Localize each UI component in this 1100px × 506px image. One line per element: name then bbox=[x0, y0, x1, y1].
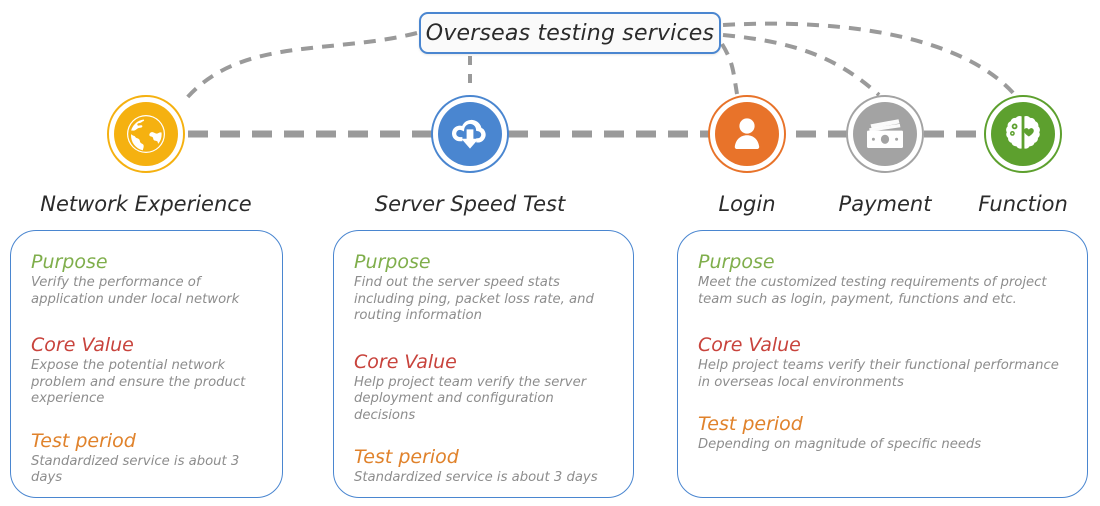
field-body-core-value: Expose the potential network problem and… bbox=[31, 358, 246, 406]
step-label-payment: Payment bbox=[838, 192, 932, 216]
banknotes-icon bbox=[853, 102, 917, 166]
card-server-speed-test: Purpose Find out the server speed stats … bbox=[333, 230, 634, 498]
title-to-network-connector bbox=[183, 31, 418, 102]
card-field-core-value: Core Value Help project teams verify the… bbox=[698, 334, 1067, 391]
step-label-login: Login bbox=[718, 192, 776, 216]
field-title-test-period: Test period bbox=[354, 446, 459, 468]
field-body-core-value: Help project team verify the server depl… bbox=[354, 374, 587, 423]
card-field-core-value: Core Value Help project team verify the … bbox=[354, 351, 613, 425]
card-field-test-period: Test period Standardized service is abou… bbox=[354, 446, 613, 487]
card-field-test-period: Test period Standardized service is abou… bbox=[31, 430, 262, 487]
title-to-login-connector bbox=[720, 42, 739, 95]
step-label-function: Function bbox=[978, 192, 1068, 216]
diagram-title-box: Overseas testing services bbox=[419, 12, 721, 54]
field-title-test-period: Test period bbox=[698, 413, 803, 435]
field-title-core-value: Core Value bbox=[698, 334, 801, 356]
field-title-purpose: Purpose bbox=[354, 251, 431, 273]
field-body-test-period: Standardized service is about 3 days bbox=[31, 453, 240, 486]
card-custom-services: Purpose Meet the customized testing requ… bbox=[677, 230, 1088, 498]
card-field-purpose: Purpose Meet the customized testing requ… bbox=[698, 251, 1067, 308]
card-field-purpose: Purpose Find out the server speed stats … bbox=[354, 251, 613, 325]
card-field-core-value: Core Value Expose the potential network … bbox=[31, 334, 262, 408]
field-body-test-period: Depending on magnitude of specific needs bbox=[698, 437, 982, 452]
field-title-purpose: Purpose bbox=[31, 251, 108, 273]
field-title-core-value: Core Value bbox=[31, 334, 134, 356]
node-payment[interactable] bbox=[846, 95, 924, 173]
node-function[interactable] bbox=[984, 95, 1062, 173]
field-body-purpose: Find out the server speed stats includin… bbox=[354, 275, 594, 323]
brain-icon bbox=[991, 102, 1055, 166]
step-label-server-speed-test: Server Speed Test bbox=[374, 192, 566, 216]
field-title-test-period: Test period bbox=[31, 429, 136, 452]
node-server-speed-test[interactable] bbox=[431, 95, 509, 173]
card-field-test-period: Test period Depending on magnitude of sp… bbox=[698, 413, 1067, 454]
node-login[interactable] bbox=[708, 95, 786, 173]
page-title: Overseas testing services bbox=[425, 20, 715, 46]
card-network-experience: Purpose Verify the performance of applic… bbox=[10, 230, 283, 498]
title-to-function-connector bbox=[722, 21, 1017, 97]
card-field-purpose: Purpose Verify the performance of applic… bbox=[31, 251, 262, 308]
cloud-download-icon bbox=[438, 102, 502, 166]
field-body-purpose: Meet the customized testing requirements… bbox=[698, 275, 1047, 307]
field-title-purpose: Purpose bbox=[698, 251, 775, 273]
title-to-payment-connector bbox=[722, 33, 881, 97]
node-network-experience[interactable] bbox=[107, 95, 185, 173]
field-body-purpose: Verify the performance of application un… bbox=[31, 275, 240, 307]
globe-icon bbox=[114, 102, 178, 166]
step-label-network-experience: Network Experience bbox=[40, 192, 252, 216]
field-body-core-value: Help project teams verify their function… bbox=[698, 358, 1059, 390]
field-title-core-value: Core Value bbox=[354, 350, 457, 373]
field-body-test-period: Standardized service is about 3 days bbox=[354, 470, 598, 485]
user-icon bbox=[715, 102, 779, 166]
